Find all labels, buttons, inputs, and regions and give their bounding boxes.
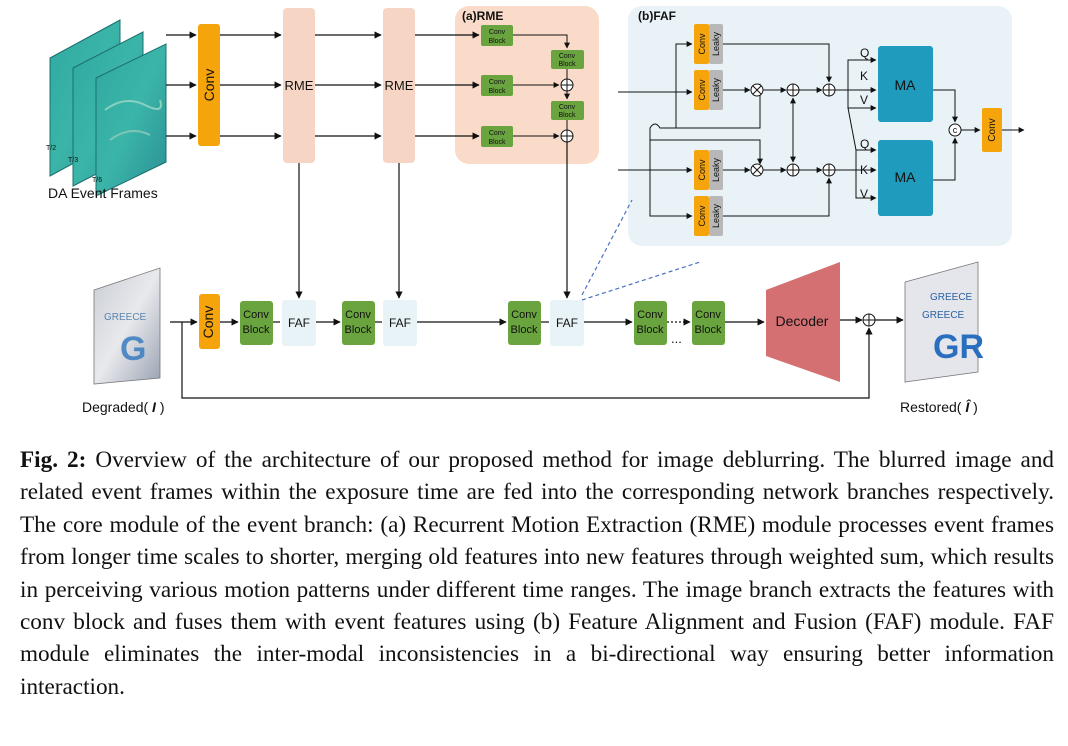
frame-label-t6: T/6 xyxy=(92,177,102,184)
event-frames-stack xyxy=(49,19,167,197)
svg-text:Block: Block xyxy=(695,324,722,336)
svg-text:Block: Block xyxy=(637,324,664,336)
svg-text:GREECE: GREECE xyxy=(922,310,965,321)
caption-label: Fig. 2: xyxy=(20,447,87,473)
svg-text:Conv: Conv xyxy=(489,29,506,36)
concat-label: c xyxy=(953,125,958,135)
svg-text:Block: Block xyxy=(511,324,538,336)
faf-conv-leaky-3: Conv Leaky xyxy=(694,150,723,190)
rme-panel-title: (a)RME xyxy=(462,9,503,23)
rme-conv-block-1: Conv Block xyxy=(481,25,513,46)
svg-text:Conv: Conv xyxy=(489,130,506,137)
ma-block-2-label: MA xyxy=(895,169,917,185)
faf-conv-leaky-2: Conv Leaky xyxy=(694,70,723,110)
svg-text:Conv: Conv xyxy=(697,33,707,55)
degraded-label: Degraded( I ) xyxy=(82,399,165,415)
frame-label-t3: T/3 xyxy=(68,157,78,164)
faf-block-2-label: FAF xyxy=(389,316,411,330)
svg-text:Conv: Conv xyxy=(697,205,707,227)
image-conv-block-1: Conv Block xyxy=(240,301,273,345)
ma-block-1 xyxy=(878,46,933,122)
image-conv-block-5: Conv Block xyxy=(692,301,725,345)
svg-text:Leaky: Leaky xyxy=(711,203,721,228)
v-label-2: V xyxy=(860,187,868,201)
k-label-2: K xyxy=(860,163,868,177)
image-conv-block-2: Conv Block xyxy=(342,301,375,345)
event-input-label: DA Event Frames xyxy=(48,185,158,201)
image-conv-block xyxy=(199,294,220,349)
decoder-label: Decoder xyxy=(776,313,829,329)
event-conv-block xyxy=(198,24,220,146)
faf-conv-leaky-4: Conv Leaky xyxy=(694,196,723,236)
image-conv-block-3: Conv Block xyxy=(508,301,541,345)
svg-text:G: G xyxy=(120,330,146,368)
rme-conv-block-3: Conv Block xyxy=(481,126,513,147)
rme-block-1-label: RME xyxy=(285,78,314,93)
q-label-2: Q xyxy=(860,137,869,151)
svg-text:Conv: Conv xyxy=(697,159,707,181)
svg-text:Leaky: Leaky xyxy=(711,31,721,56)
svg-text:Conv: Conv xyxy=(559,104,576,111)
svg-text:Block: Block xyxy=(243,324,270,336)
ma-block-2 xyxy=(878,140,933,216)
svg-text:Conv: Conv xyxy=(345,309,371,321)
event-conv-label: Conv xyxy=(201,69,217,102)
rme-block-1 xyxy=(283,8,315,163)
rme-block-2 xyxy=(383,8,415,163)
restored-label: Restored( Î ) xyxy=(900,398,978,415)
svg-text:Block: Block xyxy=(558,112,576,119)
figure-caption: Fig. 2: Overview of the architecture of … xyxy=(20,444,1054,703)
svg-text:Conv: Conv xyxy=(695,309,721,321)
image-conv-block-4: Conv Block xyxy=(634,301,667,345)
ellipsis: ... xyxy=(671,331,682,346)
ma-block-1-label: MA xyxy=(895,77,917,93)
svg-text:Conv: Conv xyxy=(243,309,269,321)
svg-text:GREECE: GREECE xyxy=(930,292,973,303)
svg-text:Block: Block xyxy=(488,38,506,45)
svg-text:GR: GR xyxy=(933,328,984,366)
architecture-diagram: (a)RME (b)FAF T/2 T/3 T/6 DA Event Frame… xyxy=(46,6,1025,415)
svg-text:Conv: Conv xyxy=(489,79,506,86)
svg-text:Leaky: Leaky xyxy=(711,157,721,182)
frame-label-t2: T/2 xyxy=(46,145,56,152)
svg-text:GREECE: GREECE xyxy=(104,312,147,323)
svg-text:Conv: Conv xyxy=(697,79,707,101)
zoom-line-2 xyxy=(581,261,701,301)
svg-text:Block: Block xyxy=(345,324,372,336)
svg-text:Conv: Conv xyxy=(637,309,663,321)
decoder-block xyxy=(766,262,840,382)
zoom-line-1 xyxy=(581,199,633,296)
svg-text:Block: Block xyxy=(488,139,506,146)
faf-panel-title: (b)FAF xyxy=(638,9,676,23)
faf-block-1-label: FAF xyxy=(288,316,310,330)
faf-conv-leaky-1: Conv Leaky xyxy=(694,24,723,64)
faf-out-conv-label: Conv xyxy=(987,118,998,141)
degraded-image: G GREECE xyxy=(93,267,161,385)
k-label-1: K xyxy=(860,69,868,83)
faf-block-1 xyxy=(282,300,316,346)
image-conv-label: Conv xyxy=(200,306,216,339)
rme-conv-block-5: Conv Block xyxy=(551,101,584,120)
svg-text:Conv: Conv xyxy=(511,309,537,321)
rme-conv-block-2: Conv Block xyxy=(481,75,513,96)
restored-image: GR GREECE GREECE xyxy=(904,261,984,383)
v-label-1: V xyxy=(860,93,868,107)
faf-out-conv xyxy=(982,108,1002,152)
svg-text:Block: Block xyxy=(488,88,506,95)
faf-block-2 xyxy=(383,300,417,346)
faf-block-3-label: FAF xyxy=(556,316,578,330)
faf-block-3 xyxy=(550,300,584,346)
svg-text:Block: Block xyxy=(558,61,576,68)
svg-text:Leaky: Leaky xyxy=(711,77,721,102)
caption-text: Overview of the architecture of our prop… xyxy=(20,447,1055,700)
rme-block-2-label: RME xyxy=(385,78,414,93)
rme-conv-block-4: Conv Block xyxy=(551,50,584,69)
q-label-1: Q xyxy=(860,46,869,60)
svg-text:Conv: Conv xyxy=(559,53,576,60)
